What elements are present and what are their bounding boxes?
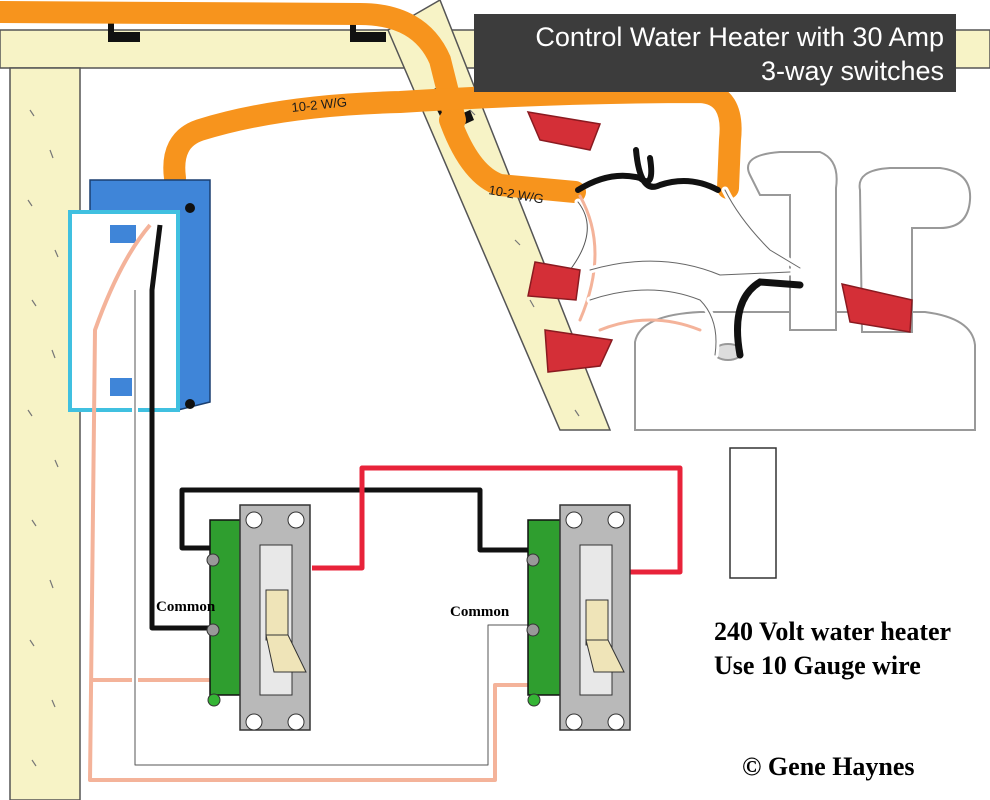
electrical-box bbox=[68, 179, 211, 412]
traveler-red bbox=[312, 465, 683, 575]
cable-from-switch bbox=[439, 109, 586, 203]
wire-nut-1 bbox=[526, 111, 602, 151]
top-plate-cable bbox=[0, 1, 466, 131]
wire-nut-4 bbox=[841, 283, 913, 333]
diagram-title: Control Water Heater with 30 Amp 3-way s… bbox=[474, 14, 956, 92]
common-label-right: Common bbox=[450, 604, 510, 620]
ground-wire-loop bbox=[88, 223, 540, 782]
cables: 10-2 W/G 10-2 W/G bbox=[0, 1, 742, 207]
neutral-wire-outline bbox=[134, 290, 535, 766]
cold-water-pipe bbox=[747, 151, 838, 331]
water-heater bbox=[634, 151, 976, 431]
water-heater-tank bbox=[634, 311, 976, 431]
hot-water-pipe bbox=[858, 167, 972, 333]
copyright-credit: © Gene Haynes bbox=[742, 752, 915, 781]
left-stud bbox=[9, 67, 81, 800]
voltage-note-line-2: Use 10 Gauge wire bbox=[714, 651, 921, 680]
voltage-note-line-1: 240 Volt water heater bbox=[714, 617, 952, 646]
wire-nuts bbox=[526, 111, 913, 373]
switch-wiring bbox=[88, 223, 683, 782]
title-line-1: Control Water Heater with 30 Amp bbox=[535, 22, 944, 52]
common-label-left: Common bbox=[156, 599, 216, 615]
cable-to-heater bbox=[163, 80, 742, 199]
title-line-2: 3-way switches bbox=[760, 56, 944, 86]
wall-plate-panel bbox=[729, 447, 777, 579]
wire-nut-2 bbox=[527, 261, 581, 301]
heater-wires bbox=[566, 147, 804, 359]
traveler-black bbox=[179, 487, 540, 553]
hot-wire-common bbox=[149, 224, 220, 631]
wire-nut-3 bbox=[544, 329, 614, 373]
three-way-switch-2 bbox=[526, 504, 631, 731]
voltage-note: 240 Volt water heater Use 10 Gauge wire bbox=[714, 615, 951, 683]
three-way-switch-1 bbox=[206, 504, 311, 731]
cable-label-upper: 10-2 W/G bbox=[291, 94, 348, 115]
